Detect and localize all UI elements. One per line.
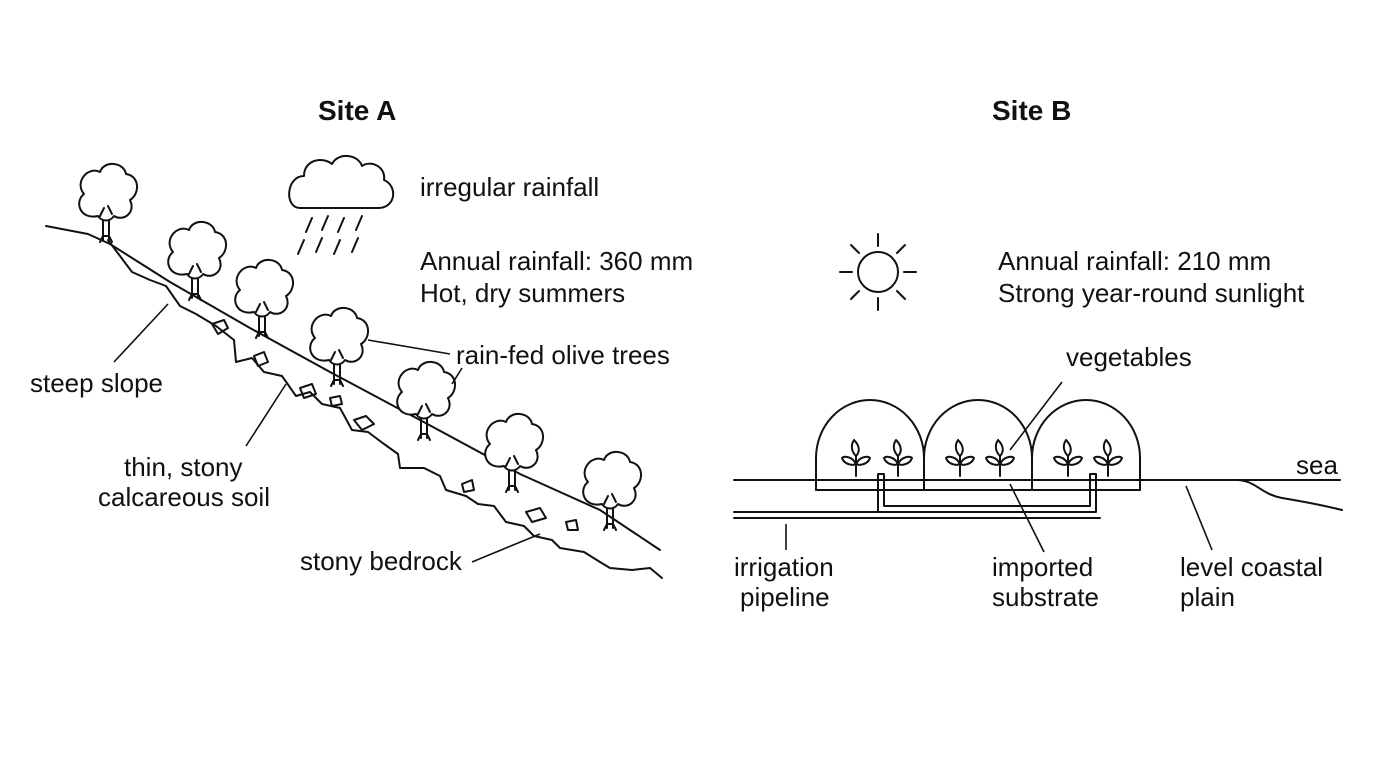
substrate-leader bbox=[1009, 483, 1045, 553]
site-a-summers: Hot, dry summers bbox=[420, 278, 625, 308]
slope-leader bbox=[113, 303, 169, 363]
plain-leader bbox=[1185, 485, 1213, 551]
vegetables-label: vegetables bbox=[1066, 342, 1192, 372]
bedrock-leader bbox=[471, 533, 541, 563]
substrate-label-line2: substrate bbox=[992, 582, 1099, 612]
pipeline-label-line2: pipeline bbox=[740, 582, 830, 612]
irrigation-pipeline bbox=[733, 473, 1101, 519]
sun-icon bbox=[839, 233, 917, 311]
site-b-annual-rainfall: Annual rainfall: 210 mm bbox=[998, 246, 1271, 276]
soil-leader bbox=[245, 383, 287, 447]
soil-stones bbox=[211, 319, 579, 531]
coastal-plain-ground bbox=[733, 479, 1343, 511]
soil-label-line2: calcareous soil bbox=[98, 482, 270, 512]
soil-label-line1: thin, stony bbox=[124, 452, 243, 482]
rain-cloud-icon bbox=[288, 155, 394, 255]
plain-label-line2: plain bbox=[1180, 582, 1235, 612]
slope-label: steep slope bbox=[30, 368, 163, 398]
plain-label-line1: level coastal bbox=[1180, 552, 1323, 582]
soil-bedrock-boundary bbox=[107, 239, 663, 579]
trees-leader bbox=[367, 339, 463, 385]
slope-surface bbox=[45, 225, 661, 551]
site-a-title: Site A bbox=[318, 95, 396, 126]
pipeline-label-line1: irrigation bbox=[734, 552, 834, 582]
vegetables-leader bbox=[1009, 381, 1063, 451]
site-b-sunlight: Strong year-round sunlight bbox=[998, 278, 1305, 308]
seedling-icon bbox=[841, 439, 1123, 477]
greenhouse-icon bbox=[815, 399, 1141, 491]
trees-label: rain-fed olive trees bbox=[456, 340, 670, 370]
site-a-annual-rainfall: Annual rainfall: 360 mm bbox=[420, 246, 693, 276]
sea-label: sea bbox=[1296, 450, 1338, 480]
substrate-label-line1: imported bbox=[992, 552, 1093, 582]
site-b-title: Site B bbox=[992, 95, 1071, 126]
bedrock-label: stony bedrock bbox=[300, 546, 463, 576]
site-a-rainfall-note: irregular rainfall bbox=[420, 172, 599, 202]
